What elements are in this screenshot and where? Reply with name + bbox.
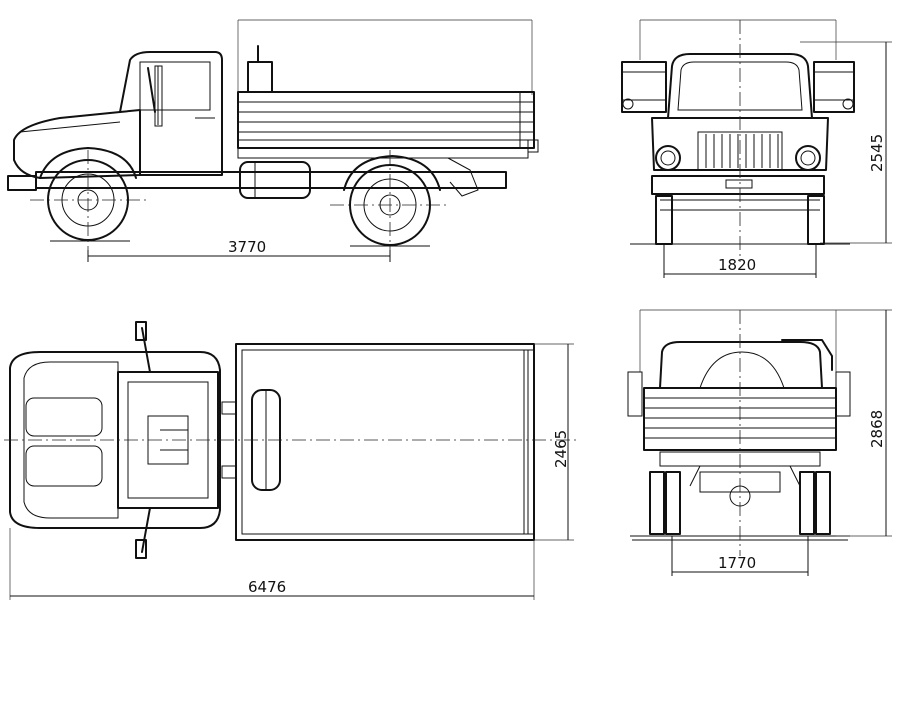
cab-height-dimension: 2545: [868, 134, 886, 172]
overall-length-dimension: 6476: [248, 578, 286, 596]
front-track-dimension: 1820: [718, 256, 756, 274]
side-view: [7, 19, 539, 262]
front-view: [621, 19, 892, 278]
wheelbase-dimension: 3770: [228, 238, 266, 256]
rear-view: [627, 309, 892, 576]
body-width-dimension: 2465: [552, 430, 570, 468]
rear-track-dimension: 1770: [718, 554, 756, 572]
overall-height-dimension: 2868: [868, 410, 886, 448]
top-view: [4, 321, 580, 600]
